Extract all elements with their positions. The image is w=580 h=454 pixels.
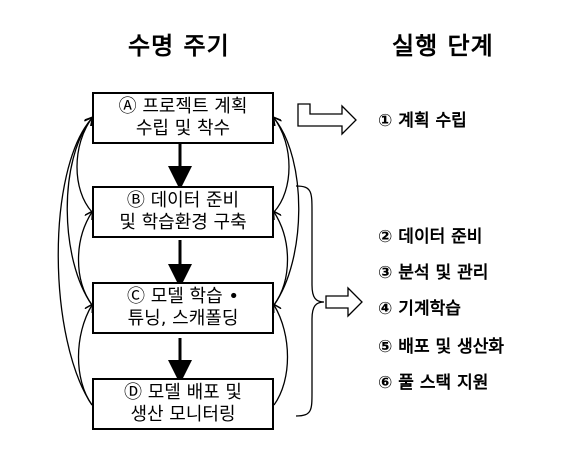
curve-left-d-to-c bbox=[77, 305, 93, 406]
curve-right-c-to-b bbox=[274, 212, 289, 306]
lifecycle-heading: 수명 주기 bbox=[128, 32, 230, 60]
box-b-line1: Ⓑ 데이터 준비 bbox=[126, 190, 240, 211]
lifecycle-box-c: Ⓒ 모델 학습 • 튜닝, 스캐폴딩 bbox=[92, 282, 274, 334]
curve-left-c-to-b bbox=[77, 212, 93, 306]
curve-right-c-to-a bbox=[274, 118, 300, 306]
execution-heading: 실행 단계 bbox=[392, 32, 494, 60]
right-brace bbox=[295, 185, 325, 417]
lifecycle-box-a: Ⓐ 프로젝트 계획 수립 및 착수 bbox=[92, 92, 274, 144]
curve-right-b-to-a bbox=[274, 118, 290, 213]
hollow-arrow-to-step-1 bbox=[297, 103, 357, 136]
box-b-line2: 및 학습환경 구축 bbox=[119, 212, 247, 233]
execution-step-2: ② 데이터 준비 bbox=[378, 227, 483, 247]
curve-left-c-to-a bbox=[66, 118, 92, 306]
curve-left-b-to-a bbox=[76, 118, 92, 213]
execution-step-1: ① 계획 수립 bbox=[378, 111, 467, 131]
box-d-line2: 생산 모니터링 bbox=[130, 404, 236, 425]
lifecycle-box-b: Ⓑ 데이터 준비 및 학습환경 구축 bbox=[92, 186, 274, 238]
box-a-line1: Ⓐ 프로젝트 계획 bbox=[118, 96, 248, 117]
box-a-line2: 수립 및 착수 bbox=[135, 118, 231, 139]
execution-step-6: ⑥ 풀 스택 지원 bbox=[378, 373, 489, 393]
lifecycle-box-d: Ⓓ 모델 배포 및 생산 모니터링 bbox=[92, 378, 274, 430]
right-feedback-curves bbox=[274, 118, 300, 406]
execution-step-3: ③ 분석 및 관리 bbox=[378, 263, 489, 283]
left-feedback-curves bbox=[57, 118, 93, 406]
curve-right-d-to-c bbox=[274, 305, 289, 406]
execution-step-5: ⑤ 배포 및 생산화 bbox=[378, 337, 504, 357]
box-d-line1: Ⓓ 모델 배포 및 bbox=[124, 382, 242, 403]
hollow-arrow-to-steps bbox=[325, 286, 363, 318]
execution-step-4: ④ 기계학습 bbox=[378, 299, 461, 319]
curve-left-d-to-a bbox=[57, 118, 92, 406]
box-c-line2: 튜닝, 스캐폴딩 bbox=[127, 308, 239, 329]
box-c-line1: Ⓒ 모델 학습 • bbox=[126, 286, 240, 307]
